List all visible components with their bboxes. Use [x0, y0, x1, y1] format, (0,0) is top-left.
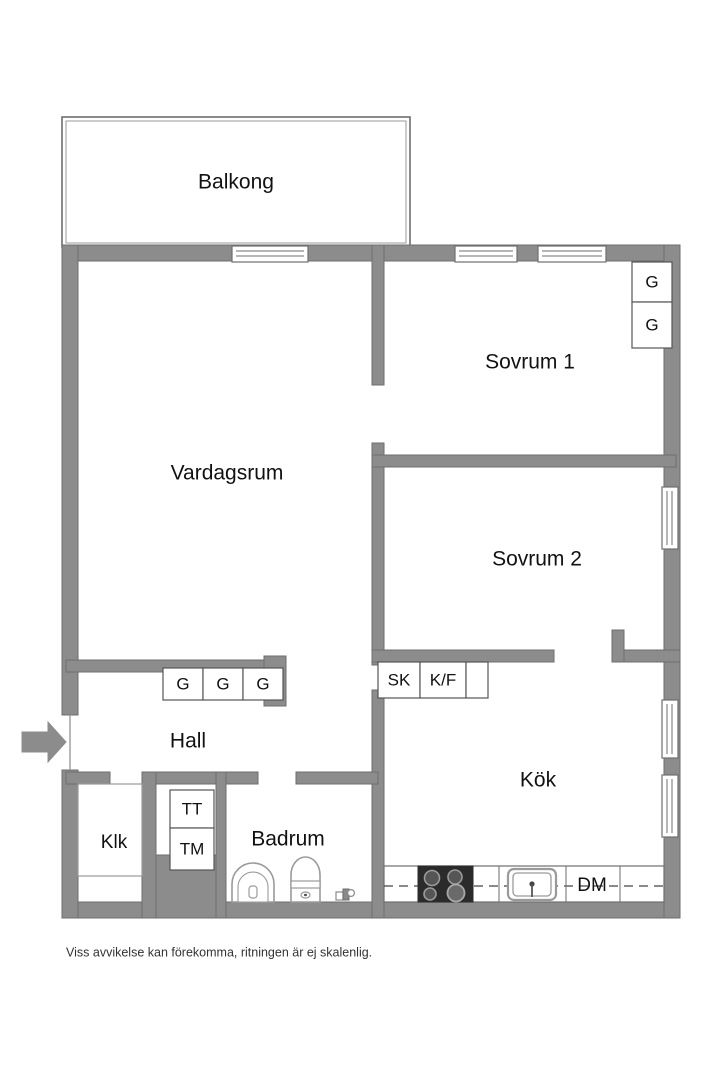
storage-boxes-group: G G G G G SK	[162, 261, 673, 871]
storage-box-laundry-tm: TM	[169, 827, 215, 871]
wall-hall-bottom-right	[295, 771, 379, 785]
window-right-1	[661, 486, 679, 550]
floor-drain-icon	[335, 888, 356, 901]
entrance-arrow	[21, 720, 67, 764]
wall-sovrum2-bottom-left	[371, 649, 555, 663]
window-right-3	[661, 774, 679, 838]
wall-exterior-left-upper	[61, 244, 79, 716]
storage-box-label: TT	[182, 799, 203, 818]
windows-group	[231, 245, 679, 838]
bathroom-fixtures	[231, 856, 356, 903]
room-label-klk: Klk	[101, 832, 128, 853]
entrance-arrow-shape	[21, 720, 67, 764]
wall-klk-right	[141, 771, 157, 919]
storage-box-label: K/F	[430, 670, 456, 689]
storage-box-label: SK	[388, 670, 411, 689]
storage-box-label: G	[176, 674, 189, 693]
balcony-area: Balkong	[61, 116, 411, 248]
storage-box-hall-g-3: G	[242, 667, 284, 701]
window-top-3	[537, 245, 607, 263]
interior-walls	[65, 244, 681, 919]
wall-kok-sovrum2-stub	[611, 629, 625, 663]
storage-box-kitchen-blank	[465, 661, 489, 699]
room-label-hall: Hall	[170, 730, 206, 753]
room-label-kok: Kök	[520, 769, 557, 792]
storage-box-hall-g-1: G	[162, 667, 204, 701]
room-label-vardagsrum: Vardagsrum	[171, 462, 284, 485]
wall-vardagsrum-sovrum2	[371, 442, 385, 666]
plan-caption: Viss avvikelse kan förekomma, ritningen …	[66, 945, 372, 959]
kitchen-counter-run: DM	[383, 865, 665, 903]
room-labels-group: Vardagsrum Sovrum 1 Sovrum 2 Hall Kök Ba…	[101, 351, 582, 853]
storage-box-label: G	[256, 674, 269, 693]
storage-box-hall-g-2: G	[202, 667, 244, 701]
wall-laundry-right	[215, 771, 227, 919]
storage-box-kitchen-kf: K/F	[419, 661, 467, 699]
room-label-sovrum1: Sovrum 1	[485, 351, 575, 374]
toilet-icon	[290, 856, 321, 903]
room-label-badrum: Badrum	[251, 828, 325, 851]
kitchen-sink-icon	[506, 867, 558, 902]
storage-box-label: TM	[180, 839, 205, 858]
wall-sovrum1-sovrum2	[371, 454, 677, 468]
storage-box-label: G	[645, 315, 658, 334]
storage-box-label: G	[645, 272, 658, 291]
appliance-label-dm: DM	[577, 875, 607, 896]
storage-box-sovrum1-g-upper: G	[631, 261, 673, 303]
wall-hall-bottom-left	[65, 771, 111, 785]
storage-box-label: G	[216, 674, 229, 693]
window-right-2	[661, 699, 679, 759]
storage-box-sovrum1-g-lower: G	[631, 301, 673, 349]
room-label-sovrum2: Sovrum 2	[492, 548, 582, 571]
wall-exterior-left-lower	[61, 769, 79, 919]
wall-vardagsrum-sovrum1	[371, 244, 385, 386]
wash-basin-icon	[231, 862, 275, 903]
storage-box-laundry-tt: TT	[169, 789, 215, 829]
room-label-balkong: Balkong	[198, 171, 274, 194]
storage-box-kitchen-sk: SK	[377, 661, 421, 699]
stove-icon	[417, 865, 474, 903]
wall-hall-kok	[371, 689, 385, 919]
klk-interior-outline	[77, 783, 143, 877]
wall-hall-bottom-mid	[141, 771, 259, 785]
window-top-1	[231, 245, 309, 263]
klk-shelf-outline	[77, 783, 143, 877]
balcony-inner-outline	[65, 120, 407, 244]
window-top-2	[454, 245, 518, 263]
